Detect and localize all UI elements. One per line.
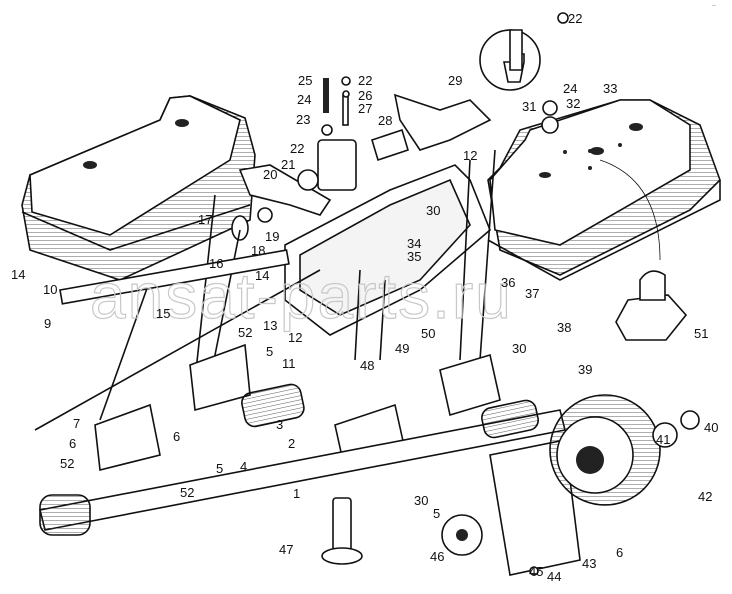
callout: 29: [448, 73, 462, 88]
rocker-assembly: [231, 12, 569, 241]
callout: 26: [358, 88, 372, 103]
callout: 24: [297, 92, 311, 107]
part-callouts: 22 25 22 24 26 27 29 24 31 32 33 23 28 2…: [11, 11, 718, 584]
callout: 9: [44, 316, 51, 331]
callout: 22: [290, 141, 304, 156]
callout: 25: [298, 73, 312, 88]
callout: 34: [407, 236, 421, 251]
cam-gear: [321, 270, 700, 576]
callout: 30: [512, 341, 526, 356]
callout: 30: [426, 203, 440, 218]
callout: 44: [547, 569, 561, 584]
callout: 22: [568, 11, 582, 26]
callout: 50: [421, 326, 435, 341]
callout: 39: [578, 362, 592, 377]
callout: 7: [73, 416, 80, 431]
callout: 2: [288, 436, 295, 451]
callout: 18: [251, 243, 265, 258]
callout: 12: [463, 148, 477, 163]
callout: 52: [238, 325, 252, 340]
callout: 31: [522, 99, 536, 114]
left-valve-cover: [21, 95, 256, 281]
callout: 30: [414, 493, 428, 508]
callout: 42: [698, 489, 712, 504]
callout: 14: [11, 267, 25, 282]
rocker-base-gasket: [284, 164, 491, 336]
callout: 5: [433, 506, 440, 521]
callout: 4: [240, 459, 247, 474]
callout: 35: [407, 249, 421, 264]
callout: 45: [529, 564, 543, 579]
callout: 47: [279, 542, 293, 557]
callout: 10: [43, 282, 57, 297]
right-valve-cover: [487, 99, 721, 281]
callout: 52: [60, 456, 74, 471]
callout: 46: [430, 549, 444, 564]
callout: 22: [358, 73, 372, 88]
watermark: ansat-parts.ru: [90, 260, 513, 332]
callout: 37: [525, 286, 539, 301]
callout: 48: [360, 358, 374, 373]
callout: 14: [255, 268, 269, 283]
callout: 49: [395, 341, 409, 356]
callout: 3: [276, 417, 283, 432]
callout: 41: [656, 432, 670, 447]
callout: 38: [557, 320, 571, 335]
callout: 5: [266, 344, 273, 359]
callout: 5: [216, 461, 223, 476]
callout: 33: [603, 81, 617, 96]
callout: 21: [281, 157, 295, 172]
callout: 51: [694, 326, 708, 341]
callout: 28: [378, 113, 392, 128]
callout: 19: [265, 229, 279, 244]
corner-mark: ~: [712, 3, 716, 10]
callout: 6: [173, 429, 180, 444]
callout: 27: [358, 101, 372, 116]
callout: 24: [563, 81, 577, 96]
callout: 43: [582, 556, 596, 571]
callout: 52: [180, 485, 194, 500]
callout: 6: [616, 545, 623, 560]
callout: 40: [704, 420, 718, 435]
callout: 23: [296, 112, 310, 127]
callout: 11: [282, 356, 296, 371]
callout: 1: [293, 486, 300, 501]
callout: 32: [566, 96, 580, 111]
callout: 17: [198, 212, 212, 227]
callout: 20: [263, 167, 277, 182]
camshaft: [39, 383, 566, 536]
push-rods: [34, 149, 496, 431]
callout: 15: [156, 306, 170, 321]
callout: 6: [69, 436, 76, 451]
callout: 16: [209, 256, 223, 271]
callout: 36: [501, 275, 515, 290]
callout: 12: [288, 330, 302, 345]
callout: 13: [263, 318, 277, 333]
